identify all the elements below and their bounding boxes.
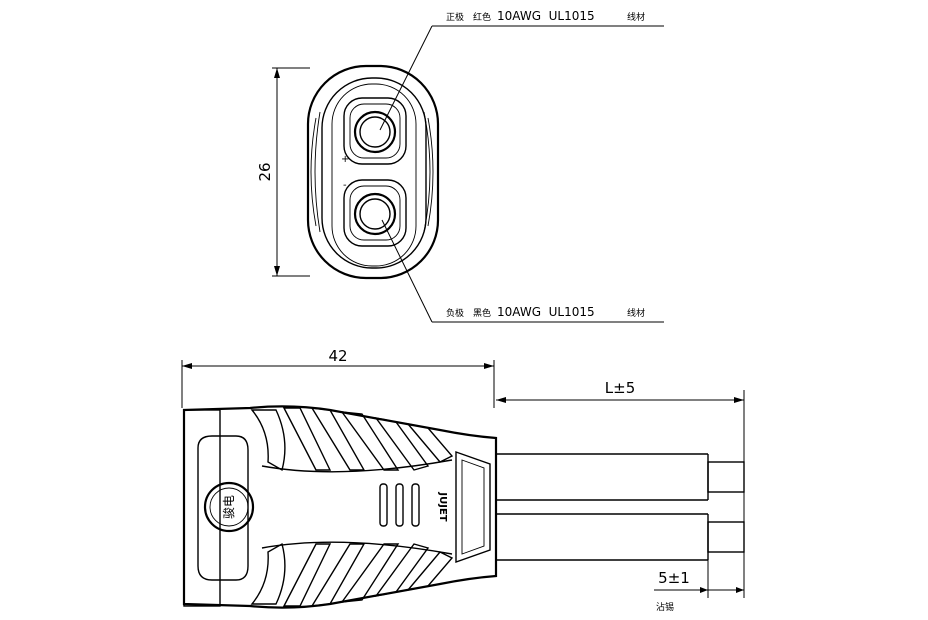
front-housing-ridge bbox=[331, 83, 417, 267]
front-housing-outer bbox=[306, 64, 440, 280]
logo-text: 骏电 bbox=[222, 495, 236, 519]
svg-text:黑色: 黑色 bbox=[473, 307, 491, 319]
svg-text:红色: 红色 bbox=[473, 11, 491, 23]
upper-grip-ribs bbox=[250, 407, 454, 473]
brand-logo bbox=[203, 481, 255, 533]
svg-text:负极: 负极 bbox=[446, 307, 464, 319]
cable-length-dimension: L±5 bbox=[605, 379, 635, 397]
brand-text: JUJET bbox=[437, 491, 448, 521]
cables bbox=[496, 453, 745, 561]
side-housing-outline bbox=[182, 405, 498, 609]
front-view: + - 26 正极 红色 10AWG UL1015 线材 负极 黑色 10AWG… bbox=[256, 9, 664, 323]
rear-window bbox=[455, 451, 491, 563]
positive-cavity bbox=[343, 97, 407, 165]
svg-text:线材: 线材 bbox=[627, 11, 645, 23]
svg-text:10AWG UL1015: 10AWG UL1015 bbox=[497, 305, 595, 319]
svg-text:线材: 线材 bbox=[627, 307, 645, 319]
upper-wire-tip bbox=[707, 461, 745, 493]
strip-length-dimension: 5±1 bbox=[658, 569, 690, 587]
svg-text:正极: 正极 bbox=[446, 11, 464, 23]
lower-wire-tip bbox=[707, 521, 745, 553]
minus-mark: - bbox=[343, 180, 347, 191]
positive-wire-label: 正极 红色 10AWG UL1015 线材 bbox=[446, 9, 645, 23]
vent-slots bbox=[379, 483, 420, 527]
negative-wire-label: 负极 黑色 10AWG UL1015 线材 bbox=[446, 305, 645, 319]
negative-cavity bbox=[343, 179, 407, 247]
length-dimension: 42 bbox=[328, 347, 347, 365]
negative-terminal bbox=[353, 192, 397, 236]
lower-grip-ribs bbox=[250, 541, 454, 607]
front-housing-inner bbox=[321, 77, 427, 269]
svg-text:10AWG UL1015: 10AWG UL1015 bbox=[497, 9, 595, 23]
side-view: 42 骏电 bbox=[181, 347, 745, 613]
positive-terminal bbox=[353, 110, 397, 154]
strip-note: 沾锡 bbox=[656, 601, 674, 613]
height-dimension: 26 bbox=[256, 162, 274, 181]
plus-mark: + bbox=[341, 154, 349, 165]
side-front-cap bbox=[183, 409, 221, 607]
